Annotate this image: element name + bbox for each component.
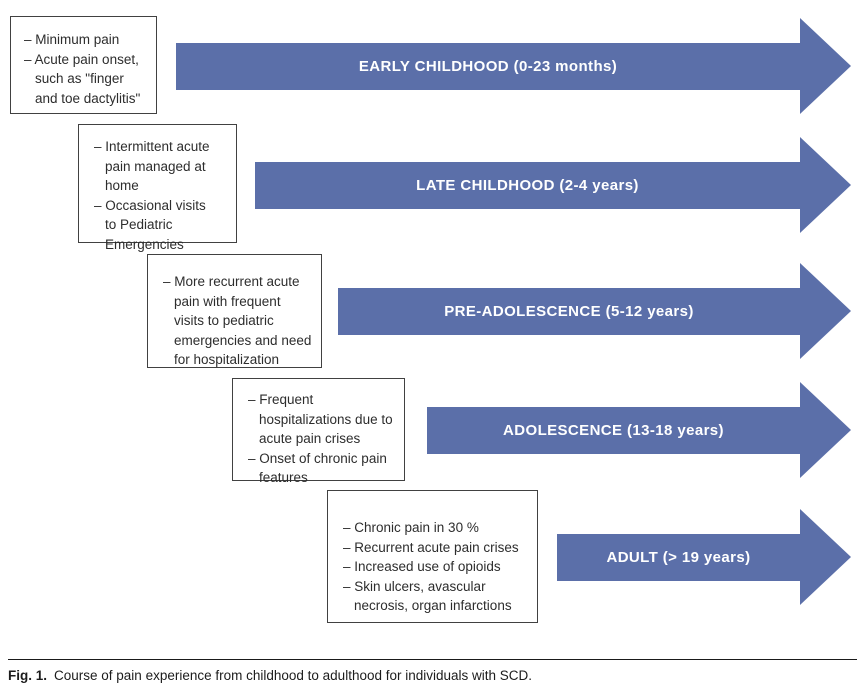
stage-arrow-early-childhood xyxy=(176,43,800,90)
note-bullet: – Onset of chronic pain features xyxy=(248,450,387,486)
figure-caption: Fig. 1. Course of pain experience from ch… xyxy=(8,667,532,685)
stage-arrow-adolescence xyxy=(427,407,800,454)
stage-note-box-late-childhood: – Intermittent acute pain managed at hom… xyxy=(78,124,237,252)
stage-note-box-early-childhood: – Minimum pain – Acute pain onset, such … xyxy=(10,16,157,114)
stage-arrow-label: PRE-ADOLESCENCE (5-12 years) xyxy=(444,303,694,320)
note-bullet: – Chronic pain in 30 % xyxy=(343,520,479,535)
note-bullet: – Acute pain onset, such as "finger and … xyxy=(24,51,141,106)
arrow-head xyxy=(800,137,851,233)
caption-divider xyxy=(8,659,857,660)
note-bullet: – Minimum pain xyxy=(24,32,120,47)
stage-note-box-adolescence: – Frequent hospitalizations due to acute… xyxy=(232,378,405,485)
stage-arrow-adult xyxy=(557,534,800,581)
stage-arrow-label: ADOLESCENCE (13-18 years) xyxy=(503,422,724,439)
arrow-head xyxy=(800,382,851,478)
stage-note-box-pre-adolescence: – More recurrent acute pain with frequen… xyxy=(147,254,322,368)
note-bullet: – More recurrent acute pain with frequen… xyxy=(163,274,312,367)
stage-arrow-label: EARLY CHILDHOOD (0-23 months) xyxy=(358,58,618,75)
note-bullet: – Occasional visits to Pediatric Emergen… xyxy=(94,197,206,252)
note-bullet: – Frequent hospitalizations due to acute… xyxy=(248,392,393,446)
stage-arrow-label: LATE CHILDHOOD (2-4 years) xyxy=(416,177,639,194)
arrow-head xyxy=(800,263,851,359)
note-bullet: – Intermittent acute pain managed at hom… xyxy=(94,139,210,193)
arrow-head xyxy=(800,509,851,605)
note-bullet: – Recurrent acute pain crises xyxy=(343,539,519,555)
figure-caption-text: Course of pain experience from childhood… xyxy=(54,668,533,683)
stage-note-box-adult: – Chronic pain in 30 % – Recurrent acute… xyxy=(327,490,538,623)
arrow-head xyxy=(800,18,851,114)
stage-arrow-pre-adolescence xyxy=(338,288,800,335)
stage-arrow-late-childhood xyxy=(255,162,800,209)
stage-arrow-label: ADULT (> 19 years) xyxy=(606,549,751,566)
note-bullet: – Skin ulcers, avascular necrosis, organ… xyxy=(343,578,512,614)
figure-number-label: Fig. 1. xyxy=(8,668,48,683)
note-bullet: – Increased use of opioids xyxy=(343,559,501,574)
